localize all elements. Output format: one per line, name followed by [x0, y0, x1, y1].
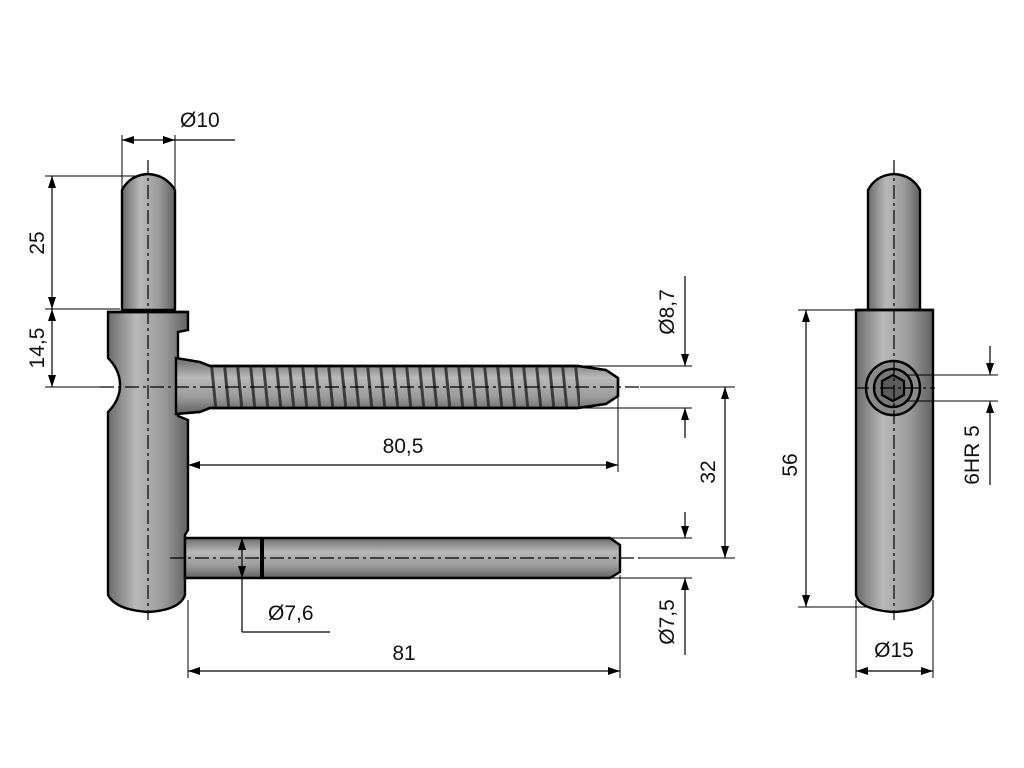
- dimension-body-diameter: Ø15: [855, 600, 934, 678]
- pin-diameter-label: Ø10: [180, 109, 220, 132]
- dimension-axis-spacing: 32: [640, 386, 735, 559]
- dimension-pin-diameter: Ø10: [121, 109, 235, 188]
- dimension-collar-height: 14,5: [26, 309, 110, 388]
- threaded-screw: [174, 356, 620, 416]
- plain-pin-diameter-label: Ø7,6: [268, 602, 314, 625]
- dimension-plain-pin-diameter: Ø7,6: [238, 538, 330, 633]
- dimension-hex-socket: 6HR 5: [905, 346, 998, 485]
- body-height-label: 56: [779, 453, 802, 476]
- body-diameter-label: Ø15: [874, 639, 914, 662]
- hex-socket-label: 6HR 5: [961, 425, 984, 485]
- plain-pin-end-diameter-label: Ø7,5: [656, 599, 679, 645]
- dimension-thread-diameter: Ø8,7: [570, 276, 692, 438]
- hinge-side-view: [100, 160, 640, 620]
- thread-diameter-label: Ø8,7: [656, 289, 679, 335]
- dimension-pin-length: 25: [26, 175, 140, 310]
- hinge-front-view: [854, 160, 935, 620]
- dimension-thread-length: 80,5: [187, 396, 619, 472]
- dimension-body-height: 56: [779, 309, 870, 608]
- plain-pin-length-label: 81: [392, 642, 415, 665]
- dimension-plain-pin-end-diameter: Ø7,5: [612, 512, 692, 655]
- axis-spacing-label: 32: [697, 460, 720, 483]
- pin-length-label: 25: [26, 231, 49, 254]
- collar-height-label: 14,5: [26, 328, 49, 369]
- thread-length-label: 80,5: [383, 435, 424, 458]
- dimension-plain-pin-length: 81: [187, 575, 621, 678]
